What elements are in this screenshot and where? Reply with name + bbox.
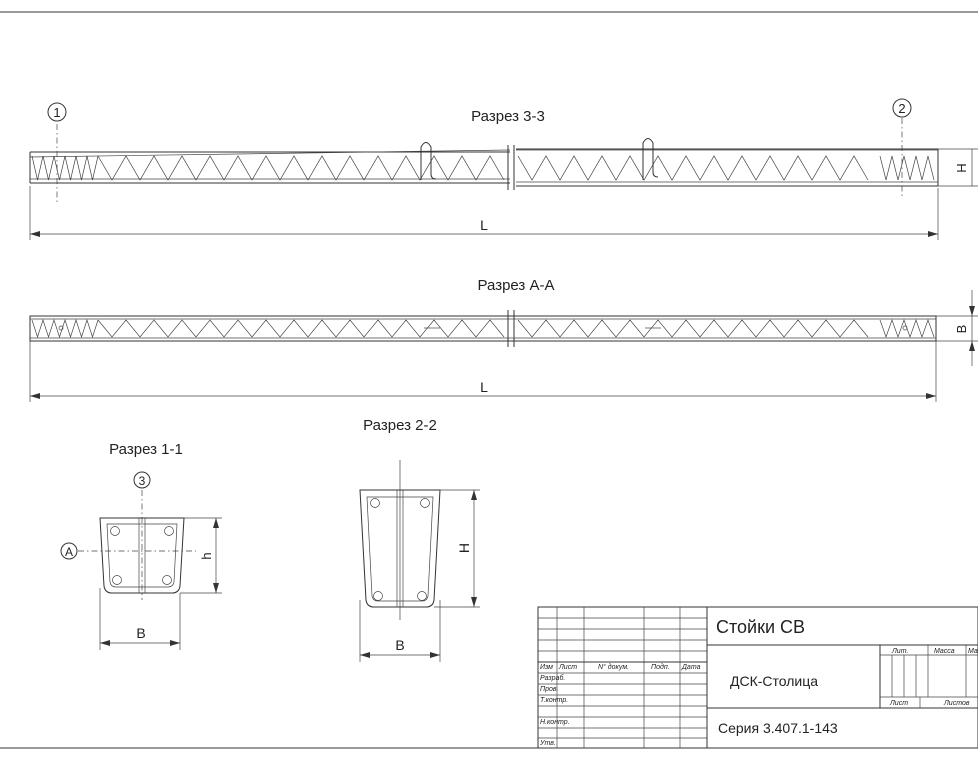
rebar-bl — [112, 575, 122, 585]
tb-left-rows — [538, 617, 707, 739]
tb-role-razrab: Разраб. — [540, 674, 565, 682]
tb-h-doc: N° докум. — [598, 663, 629, 671]
section-aa-title: Разрез А-А — [478, 277, 555, 294]
section-1-1: Разрез 1-1 3 А h B — [60, 441, 222, 650]
section-11-title: Разрез 1-1 — [109, 441, 183, 458]
rebar-br — [162, 575, 172, 585]
tb-role-utv: Утв. — [539, 740, 556, 747]
dim-h-11-arrow-top — [213, 518, 219, 528]
dim-L-33-arrow-left — [30, 231, 40, 237]
callout-3-label: 3 — [139, 474, 146, 488]
tb-org: ДСК-Столица — [730, 673, 818, 689]
callout-2-circle — [892, 98, 912, 118]
dim-B-aa-arrow-top — [969, 306, 975, 316]
tb-lit: Лит. — [891, 648, 908, 655]
dim-B-aa-arrow-bottom — [969, 341, 975, 351]
section-22-stirrup — [366, 496, 434, 602]
section-11-outline — [99, 517, 185, 594]
lifting-loop-right — [642, 138, 659, 180]
callout-1-circle — [47, 102, 67, 122]
dim-B-11-label: B — [136, 625, 145, 641]
dim-B-22-arrow-right — [430, 652, 440, 658]
truss-zigzag-aa — [31, 318, 935, 339]
tb-series: Серия 3.407.1-143 — [718, 720, 838, 736]
dim-B-aa-label: B — [954, 325, 969, 334]
section-2-2: Разрез 2-2 H B — [359, 417, 480, 662]
rebar-tr — [164, 526, 174, 536]
tb-role-nkontr: Н.контр. — [540, 719, 570, 726]
tb-sheets: Листов — [943, 700, 970, 707]
callout-2-label: 2 — [898, 101, 905, 116]
section-11-stirrup — [106, 523, 178, 588]
rebar-tl — [110, 526, 120, 536]
dim-B-22-arrow-left — [360, 652, 370, 658]
rebar-22-tl — [370, 498, 380, 508]
dim-h-11-arrow-bottom — [213, 583, 219, 593]
bar-mark-right — [902, 325, 908, 331]
beam-aa-outline — [29, 315, 937, 342]
tb-product: Стойки СВ — [716, 617, 805, 637]
rebar-22-bl — [373, 591, 383, 601]
tb-h-sign: Подп. — [651, 663, 670, 671]
tb-masshtab: Масштаб — [968, 647, 978, 655]
callout-3-circle — [133, 471, 151, 489]
rebar-22-tr — [420, 498, 430, 508]
section-22-outline — [359, 489, 441, 608]
truss-zigzag-33 — [31, 155, 935, 181]
section-22-title: Разрез 2-2 — [363, 417, 437, 434]
title-block: Стойки СВ ДСК-Столица Серия 3.407.1-143 … — [537, 606, 978, 749]
dim-H-22-label: H — [456, 543, 472, 553]
title-block-frame — [537, 606, 978, 749]
tb-h-date: Дата — [681, 664, 701, 671]
dim-B-11-arrow-right — [170, 640, 180, 646]
tb-h-izm: Изм — [540, 664, 553, 671]
dim-L-aa-arrow-left — [30, 393, 40, 399]
lifting-loop-left — [420, 142, 437, 180]
section-3-3: Разрез 3-3 1 2 L H — [29, 98, 978, 240]
bar-mark-left — [58, 325, 64, 331]
tb-role-prov: Пров. — [540, 686, 559, 693]
dim-L-aa-arrow-right — [926, 393, 936, 399]
tb-massa: Масса — [934, 648, 955, 655]
dim-H-22-arrow-bottom — [471, 597, 477, 607]
dim-h-11-label: h — [199, 552, 214, 559]
dim-L-33-label: L — [480, 217, 488, 233]
dim-L-33-arrow-right — [928, 231, 938, 237]
dim-B-11-arrow-left — [100, 640, 110, 646]
dim-H-33-label: H — [954, 163, 969, 172]
dim-L-aa-label: L — [480, 379, 488, 395]
beam-33-inner-top-left — [29, 149, 511, 158]
dim-B-22-label: B — [395, 637, 404, 653]
tb-role-tkontr: Т.контр. — [540, 697, 568, 704]
section-3-3-title: Разрез 3-3 — [471, 108, 545, 125]
tb-sheet: Лист — [889, 700, 908, 707]
callout-a-label: А — [65, 545, 73, 559]
section-a-a: Разрез А-А L B — [29, 277, 978, 402]
callout-1-label: 1 — [53, 105, 60, 120]
dim-H-22-arrow-top — [471, 490, 477, 500]
rebar-22-br — [417, 591, 427, 601]
callout-a-circle — [60, 542, 78, 560]
tb-h-list: Лист — [558, 664, 577, 671]
